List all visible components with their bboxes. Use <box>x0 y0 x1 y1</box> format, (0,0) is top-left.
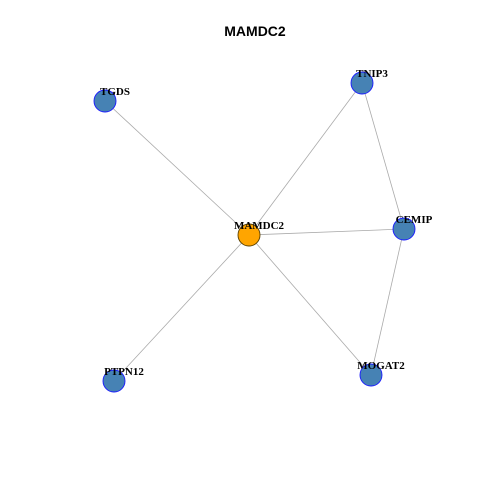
node-ptpn12 <box>102 369 126 393</box>
node-label-ptpn12: PTPN12 <box>104 366 144 378</box>
node-label-tnip3: TNIP3 <box>356 68 388 80</box>
edge-mamdc2-ptpn12 <box>113 234 250 382</box>
edge-tnip3-cemip <box>361 82 405 230</box>
edge-layer <box>104 82 405 382</box>
node-label-mamdc2: MAMDC2 <box>234 220 285 232</box>
edge-mamdc2-tgds <box>104 100 250 236</box>
node-label-mogat2: MOGAT2 <box>357 360 405 372</box>
edge-cemip-mogat2 <box>370 228 405 376</box>
node-cemip <box>392 217 416 241</box>
edge-mamdc2-tnip3 <box>248 82 363 236</box>
node-mogat2 <box>359 363 383 387</box>
node-mamdc2 <box>237 223 261 247</box>
edge-mamdc2-cemip <box>248 228 405 236</box>
node-label-tgds: TGDS <box>100 86 130 98</box>
node-tgds <box>93 89 117 113</box>
edge-mamdc2-mogat2 <box>248 234 372 376</box>
graph-title: MAMDC2 <box>224 23 286 39</box>
node-tnip3 <box>350 71 374 95</box>
node-label-cemip: CEMIP <box>396 214 433 226</box>
